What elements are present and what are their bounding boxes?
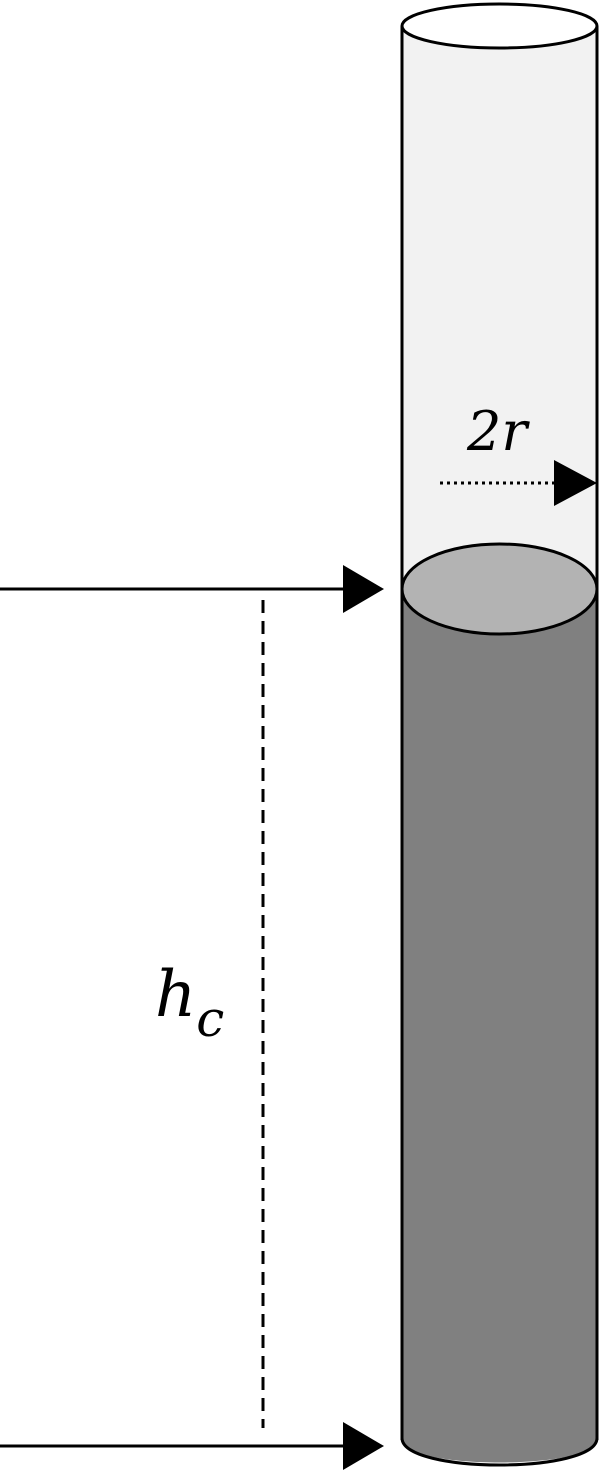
liquid-column <box>402 590 597 1444</box>
height-subscript: c <box>196 990 224 1048</box>
tube-bottom-curve <box>402 1440 597 1463</box>
tube-top-opening <box>400 2 599 50</box>
meniscus-surface <box>400 542 599 636</box>
radius-symbol: r <box>501 400 530 463</box>
radius-arrowhead <box>554 460 597 506</box>
tube-bottom-edge <box>400 1437 599 1467</box>
height-symbol: h <box>155 958 196 1032</box>
top-level-arrowhead <box>343 565 384 613</box>
bottom-level-arrowhead <box>343 1422 384 1470</box>
radius-coefficient: 2 <box>466 400 501 463</box>
height-label: hc <box>155 958 224 1048</box>
tube-empty-section <box>402 26 597 592</box>
radius-label: 2r <box>466 400 530 463</box>
